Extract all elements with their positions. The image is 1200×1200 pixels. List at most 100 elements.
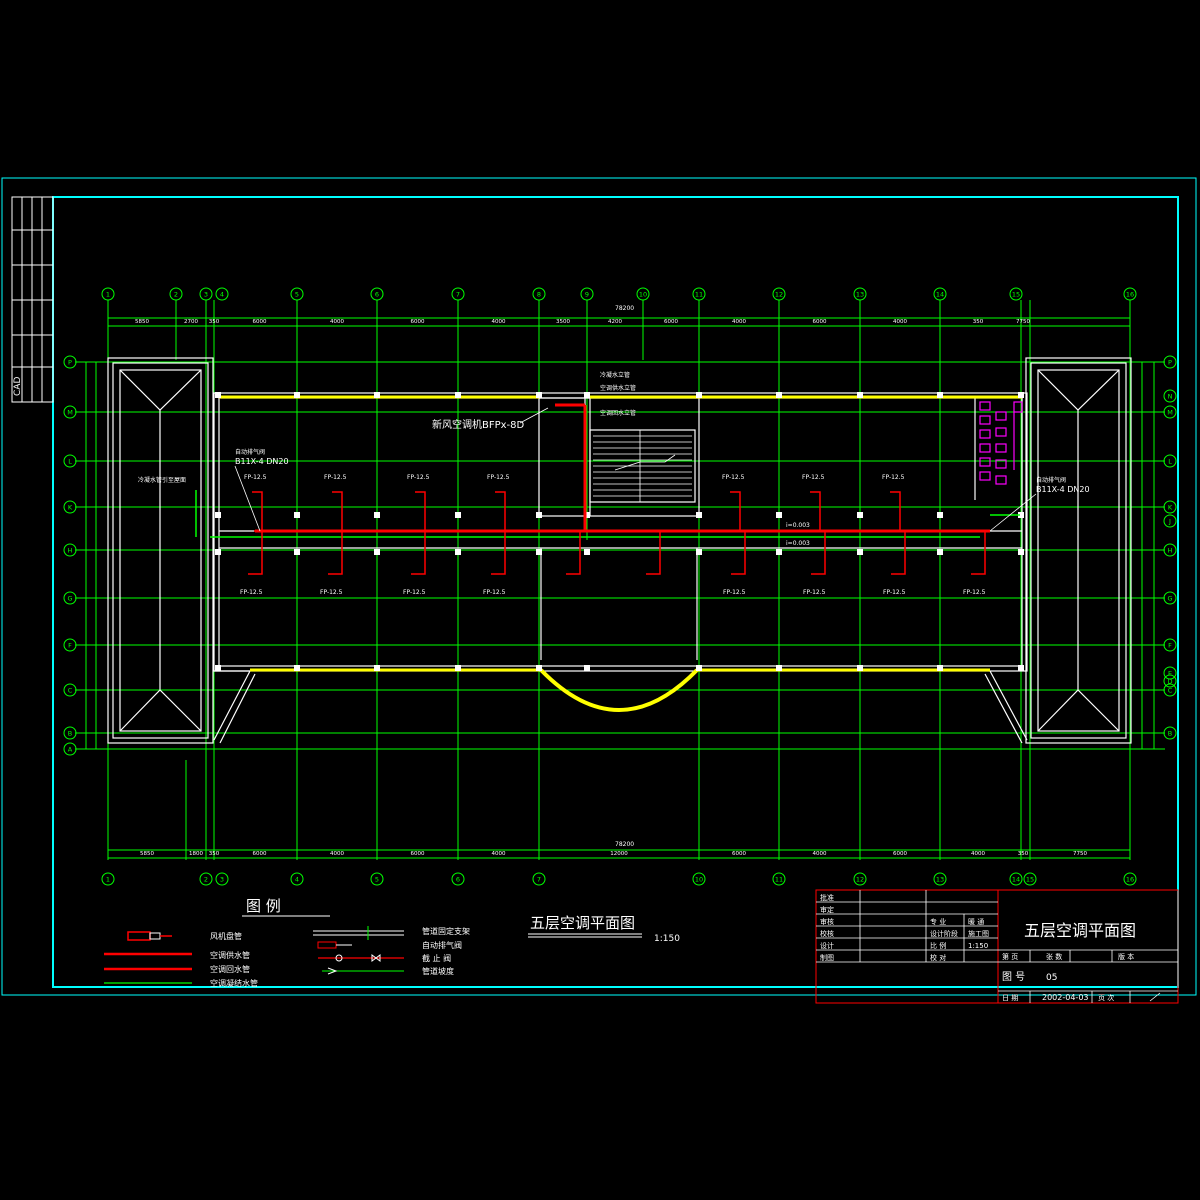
- axis-bubble-bottom: 4: [290, 872, 304, 886]
- total-dim-bottom: 78200: [615, 841, 634, 848]
- axis-bubble-right: J: [1163, 514, 1177, 528]
- axis-bubble-top-label: 10: [639, 291, 647, 299]
- column: [215, 512, 221, 518]
- axis-bubble-top-label: 9: [585, 291, 589, 299]
- dim-label: 5850: [140, 851, 154, 857]
- column: [696, 512, 702, 518]
- tb-scale-value: 1:150: [968, 942, 988, 950]
- total-dim-top: 78200: [615, 305, 634, 312]
- tb-stage-label: 设计阶段: [930, 929, 958, 938]
- column: [374, 392, 380, 398]
- windows: [219, 395, 1022, 712]
- axis-bubble-bottom: 11: [772, 872, 786, 886]
- axis-bubble-left-label: P: [68, 359, 72, 367]
- axis-bubble-right: G: [1163, 591, 1177, 605]
- dim-label: 6000: [813, 319, 827, 325]
- axis-bubble-top: 16: [1123, 287, 1137, 301]
- stairs: [593, 430, 692, 502]
- fan-coil-bottom: FP-12.5: [883, 531, 906, 596]
- fan-coil-top: FP-12.5: [324, 474, 347, 532]
- dim-label: 4000: [893, 319, 907, 325]
- fresh-air-unit-label: 新风空调机BFPx-8D: [432, 418, 525, 431]
- axis-bubble-right: D: [1163, 674, 1177, 688]
- axis-bubble-bottom-label: 3: [220, 876, 224, 884]
- axis-bubble-left-label: G: [67, 595, 72, 603]
- tb-check-label: 校 对: [930, 953, 946, 962]
- column: [857, 549, 863, 555]
- axis-bubble-bottom: 3: [215, 872, 229, 886]
- legend-item-supply: 空调供水管: [210, 950, 250, 960]
- axis-bubble-top-label: 11: [695, 291, 703, 299]
- axis-bubble-top-label: 14: [936, 291, 944, 299]
- fan-coil-top-label: FP-12.5: [324, 474, 347, 481]
- axis-bubble-right: B: [1163, 726, 1177, 740]
- column: [937, 549, 943, 555]
- pipes: [255, 403, 990, 533]
- slope-label-1: i=0.003: [786, 522, 810, 529]
- axis-bubble-bottom-label: 11: [775, 876, 783, 884]
- axis-bubble-right: F: [1163, 638, 1177, 652]
- axis-bubble-right-label: P: [1168, 359, 1172, 367]
- fan-coil-bottom: FP-12.5: [320, 531, 343, 596]
- axis-bubble-right-label: K: [1168, 504, 1173, 512]
- tb-scale-label: 比 例: [930, 941, 946, 950]
- axis-bubble-right-label: C: [1168, 687, 1173, 695]
- column: [294, 665, 300, 671]
- column: [776, 392, 782, 398]
- tb-date-label: 日 期: [1002, 994, 1018, 1002]
- axis-bubble-top: 10: [636, 287, 650, 301]
- column: [215, 392, 221, 398]
- dim-label: 6000: [732, 851, 746, 857]
- column: [584, 392, 590, 398]
- axis-bubble-top: 7: [451, 287, 465, 301]
- axis-bubble-bottom: 14: [1009, 872, 1023, 886]
- fan-coil-bottom: FP-12.5: [963, 531, 986, 596]
- tb-stage-value: 施工图: [968, 929, 989, 938]
- axis-bubble-left: H: [63, 543, 77, 557]
- legend-symbol-stopvalve: [318, 954, 404, 962]
- axis-bubble-left: F: [63, 638, 77, 652]
- axis-bubble-top-label: 5: [295, 291, 299, 299]
- axis-bubble-bottom-label: 7: [537, 876, 541, 884]
- tb-count-label: 张 数: [1046, 952, 1062, 961]
- axis-bubble-top-label: 2: [174, 291, 178, 299]
- axis-bubble-top-label: 7: [456, 291, 460, 299]
- column: [1018, 549, 1024, 555]
- axis-bubble-left-label: F: [68, 642, 72, 650]
- inner-frame: [52, 196, 1179, 988]
- axis-bubble-bottom-label: 16: [1126, 876, 1134, 884]
- column: [374, 549, 380, 555]
- axis-bubble-right: N: [1163, 389, 1177, 403]
- fan-coil-top-label: FP-12.5: [407, 474, 430, 481]
- fan-coil-top: FP-12.5: [802, 474, 825, 532]
- axis-bubble-right-label: G: [1167, 595, 1172, 603]
- axis-bubble-top: 4: [215, 287, 229, 301]
- axis-bubble-top: 3: [199, 287, 213, 301]
- column: [696, 665, 702, 671]
- axis-bubble-top: 11: [692, 287, 706, 301]
- legend-item-stopvalve: 截 止 阀: [422, 953, 451, 963]
- legend-symbol-slope: [322, 967, 404, 975]
- grid-lines: [75, 300, 1165, 860]
- axis-bubble-top-label: 15: [1012, 291, 1020, 299]
- side-strip-label: CAD: [13, 377, 23, 396]
- dim-label: 7750: [1016, 319, 1030, 325]
- axis-bubble-bottom-label: 1: [106, 876, 110, 884]
- dim-label: 12000: [610, 851, 628, 857]
- fan-coil-top-label: FP-12.5: [722, 474, 745, 481]
- tb-page-label: 第 页: [1002, 952, 1018, 961]
- axis-bubble-bottom-label: 10: [695, 876, 703, 884]
- axis-bubble-bottom: 2: [199, 872, 213, 886]
- axis-bubble-left-label: M: [67, 409, 73, 417]
- toilet-fixtures: [979, 401, 1023, 485]
- axis-bubble-bottom-label: 5: [375, 876, 379, 884]
- column: [455, 665, 461, 671]
- column: [584, 665, 590, 671]
- axis-bubble-top: 6: [370, 287, 384, 301]
- column: [776, 665, 782, 671]
- fan-coil-top-label: FP-12.5: [487, 474, 510, 481]
- axis-bubble-right-label: D: [1167, 678, 1172, 686]
- column: [1018, 512, 1024, 518]
- column: [1018, 665, 1024, 671]
- dim-label: 4000: [732, 319, 746, 325]
